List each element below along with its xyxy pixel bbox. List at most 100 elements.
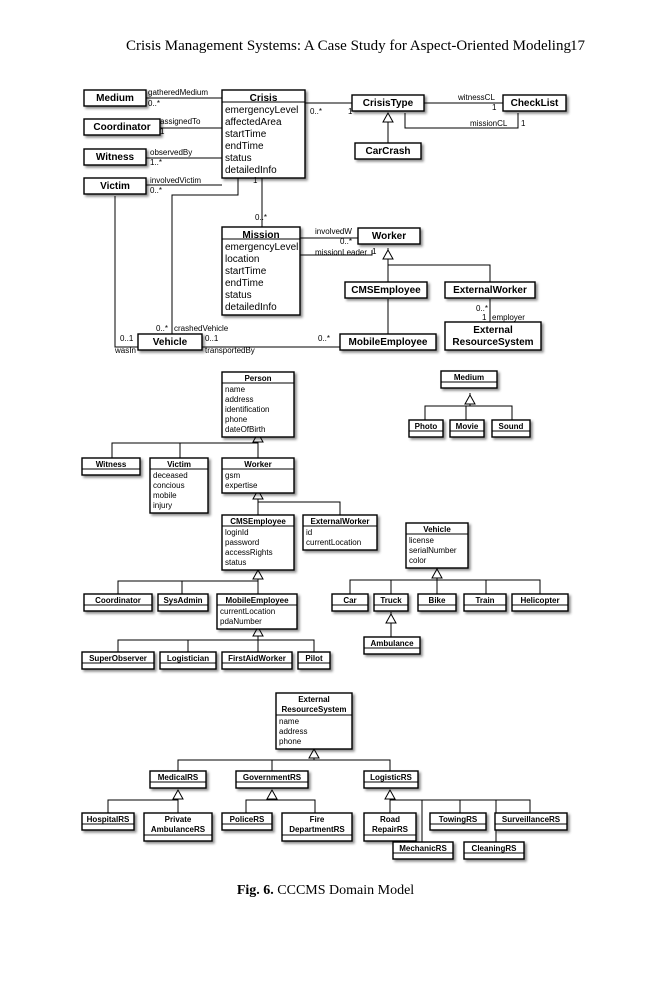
class-mission-attribute: location xyxy=(225,254,259,265)
class-police-rs: PoliceRS xyxy=(221,812,273,831)
association-label: gatheredMedium xyxy=(148,88,208,97)
class-private-ambulance-rs-frame xyxy=(143,812,213,842)
class-victim: Victim xyxy=(83,177,147,195)
class-movie-title: Movie xyxy=(456,422,479,431)
class-helicopter-title: Helicopter xyxy=(520,596,559,605)
class-external-worker: ExternalWorker xyxy=(444,281,536,299)
connector-line xyxy=(179,442,258,458)
class-medical-rs-frame xyxy=(149,770,207,789)
class-cms-employee-sub-attribute: password xyxy=(225,538,259,547)
class-private-ambulance-rs-title: Private xyxy=(165,815,192,824)
class-government-rs-title: GovernmentRS xyxy=(243,773,302,782)
class-movie: Movie xyxy=(449,419,485,438)
association-label: witnessCL xyxy=(457,93,495,102)
class-victim-sub-attribute: concious xyxy=(153,481,185,490)
class-crisis-attribute: detailedInfo xyxy=(225,165,277,176)
class-coordinator-title: Coordinator xyxy=(93,122,150,133)
class-movie-frame xyxy=(449,419,485,438)
connector-line xyxy=(424,393,471,420)
connector-line xyxy=(387,248,491,282)
class-road-repair-rs-title: RepairRS xyxy=(372,825,409,834)
association-label: 1 xyxy=(372,247,377,256)
class-medium-sub-title: Medium xyxy=(454,373,484,382)
association-label: employer xyxy=(492,313,525,322)
class-external-worker-frame xyxy=(444,281,536,299)
class-crisis-title: Crisis xyxy=(250,93,278,104)
class-train-frame xyxy=(463,593,507,612)
connector-line xyxy=(107,790,179,813)
association-label: involvedVictim xyxy=(150,176,201,185)
class-cms-employee-sub: CMSEmployeeloginIdpasswordaccessRightsst… xyxy=(221,514,295,571)
class-coordinator-sub-title: Coordinator xyxy=(95,596,141,605)
class-mission-attribute: emergencyLevel xyxy=(225,242,298,253)
class-truck-title: Truck xyxy=(380,596,402,605)
class-worker-sub-frame xyxy=(221,457,295,494)
association-label: 0..* xyxy=(255,213,267,222)
generalization-arrow xyxy=(382,111,394,123)
class-towing-rs: TowingRS xyxy=(429,812,487,831)
class-cms-employee-sub-attribute: loginId xyxy=(225,528,249,537)
connector-line xyxy=(114,196,138,348)
class-medium-frame xyxy=(83,89,147,107)
association-label: wasIn xyxy=(114,346,136,355)
class-first-aid-worker-title: FirstAidWorker xyxy=(228,654,286,663)
class-road-repair-rs-frame xyxy=(363,812,417,842)
class-fire-department-rs-title: Fire xyxy=(310,815,325,824)
association-label: 0..1 xyxy=(205,334,219,343)
class-victim-frame xyxy=(83,177,147,195)
class-cleaning-rs: CleaningRS xyxy=(463,841,525,860)
class-vehicle-sub-frame xyxy=(405,522,469,569)
class-car: Car xyxy=(331,593,369,612)
domain-model-diagram: MediumCoordinatorWitnessVictimCrisisemer… xyxy=(81,88,569,860)
class-worker-frame xyxy=(357,227,421,245)
association-label: 0..* xyxy=(156,324,168,333)
connector-line xyxy=(187,639,258,652)
class-coordinator-sub-frame xyxy=(83,593,153,612)
class-first-aid-worker-frame xyxy=(221,651,293,670)
page-header: Crisis Management Systems: A Case Study … xyxy=(0,38,651,60)
page-number: 17 xyxy=(570,38,585,54)
class-vehicle: Vehicle xyxy=(137,333,203,351)
class-mobile-employee-sub-frame xyxy=(216,593,298,630)
class-external-resource-system-title: External xyxy=(473,325,513,336)
class-private-ambulance-rs-title: AmbulanceRS xyxy=(151,825,206,834)
class-person: Personnameaddressidentificationphonedate… xyxy=(221,371,295,438)
association-label: 0..* xyxy=(476,304,488,313)
class-victim-sub-attribute: mobile xyxy=(153,491,177,500)
class-mission-title: Mission xyxy=(242,230,279,241)
class-victim-sub-title: Victim xyxy=(167,460,191,469)
class-person-attribute: name xyxy=(225,385,246,394)
class-mobile-employee-sub-title: MobileEmployee xyxy=(225,596,289,605)
association-label: transportedBy xyxy=(205,346,255,355)
class-mobile-employee-sub-attribute: currentLocation xyxy=(220,607,275,616)
class-towing-rs-title: TowingRS xyxy=(439,815,478,824)
generalization-arrow xyxy=(431,567,443,579)
class-logistician: Logistician xyxy=(159,651,217,670)
association-label: 0..* xyxy=(148,99,160,108)
class-crisis-type-title: CrisisType xyxy=(363,98,414,109)
association-label: involvedW xyxy=(315,227,352,236)
class-mobile-employee-sub-attribute: pdaNumber xyxy=(220,617,262,626)
class-external-resource-system-sub-attribute: address xyxy=(279,727,307,736)
class-victim-sub-attribute: deceased xyxy=(153,471,188,480)
class-mission-attribute: startTime xyxy=(225,266,267,277)
class-fire-department-rs-frame xyxy=(281,812,353,842)
class-car-crash: CarCrash xyxy=(354,142,422,160)
class-external-worker-sub-title: ExternalWorker xyxy=(311,517,370,526)
association-label: 1 xyxy=(521,119,526,128)
class-vehicle-frame xyxy=(137,333,203,351)
class-witness-sub: Witness xyxy=(81,457,141,476)
association-label: 0..1 xyxy=(120,334,134,343)
class-sound: Sound xyxy=(491,419,531,438)
class-logistic-rs-frame xyxy=(363,770,419,789)
connector-line xyxy=(437,579,541,594)
class-mobile-employee-title: MobileEmployee xyxy=(349,337,428,348)
connector-line xyxy=(390,579,437,594)
connector-line xyxy=(258,639,315,652)
class-external-resource-system-frame xyxy=(444,321,542,351)
class-external-worker-sub-attribute: id xyxy=(306,528,312,537)
